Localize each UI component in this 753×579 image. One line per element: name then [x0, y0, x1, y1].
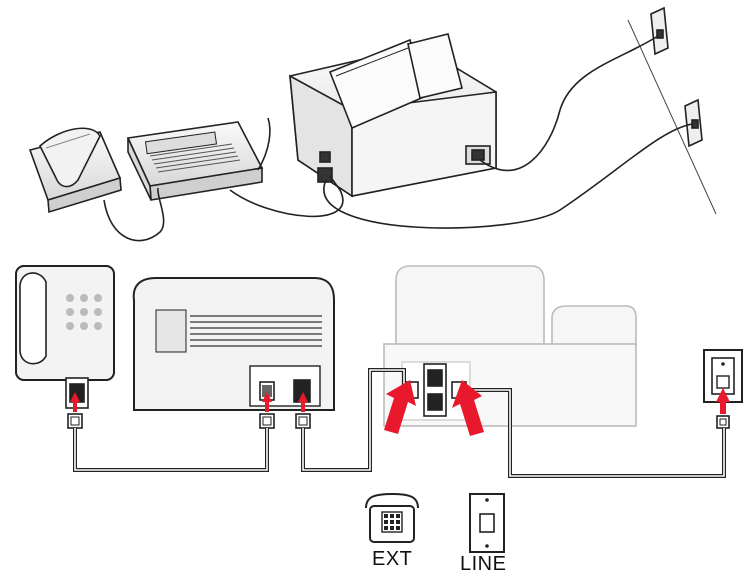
schematic-printer-icon — [383, 265, 637, 427]
cable-printer-to-lower-jack — [323, 123, 693, 229]
telephone-device-icon — [28, 127, 122, 214]
large-red-arrow-line-icon — [452, 380, 484, 436]
large-red-arrow-ext-icon — [384, 380, 416, 434]
bottom-schematic — [15, 265, 743, 553]
cable-phone-to-machine — [103, 187, 165, 242]
ext-telephone-icon — [365, 492, 419, 543]
plug-phone-icon — [67, 413, 83, 429]
plug-machine-ext-icon — [259, 413, 275, 429]
answering-machine-device-icon — [126, 121, 264, 201]
red-arrow-icon — [716, 388, 730, 414]
cable-printer-to-upper-jack — [479, 35, 659, 172]
cable-machine-to-printer — [229, 175, 344, 218]
red-arrow-small-group — [70, 388, 730, 414]
plug-machine-line-icon — [295, 413, 311, 429]
schematic-telephone-icon — [15, 265, 115, 409]
ext-label: EXT — [372, 548, 413, 570]
red-arrow-icon — [70, 392, 80, 412]
line-label: LINE — [460, 553, 507, 575]
printer-device-icon — [289, 33, 497, 198]
schematic-answering-machine-icon — [132, 277, 335, 411]
lower-wall-jack-icon — [684, 98, 703, 148]
top-illustration — [28, 6, 717, 242]
line-wall-plate-icon — [469, 493, 505, 553]
wall-edge — [627, 19, 717, 215]
upper-wall-jack-icon — [650, 6, 669, 56]
red-arrow-icon — [298, 392, 308, 412]
cable-machine-loop — [257, 117, 271, 171]
red-arrow-icon — [262, 392, 272, 412]
